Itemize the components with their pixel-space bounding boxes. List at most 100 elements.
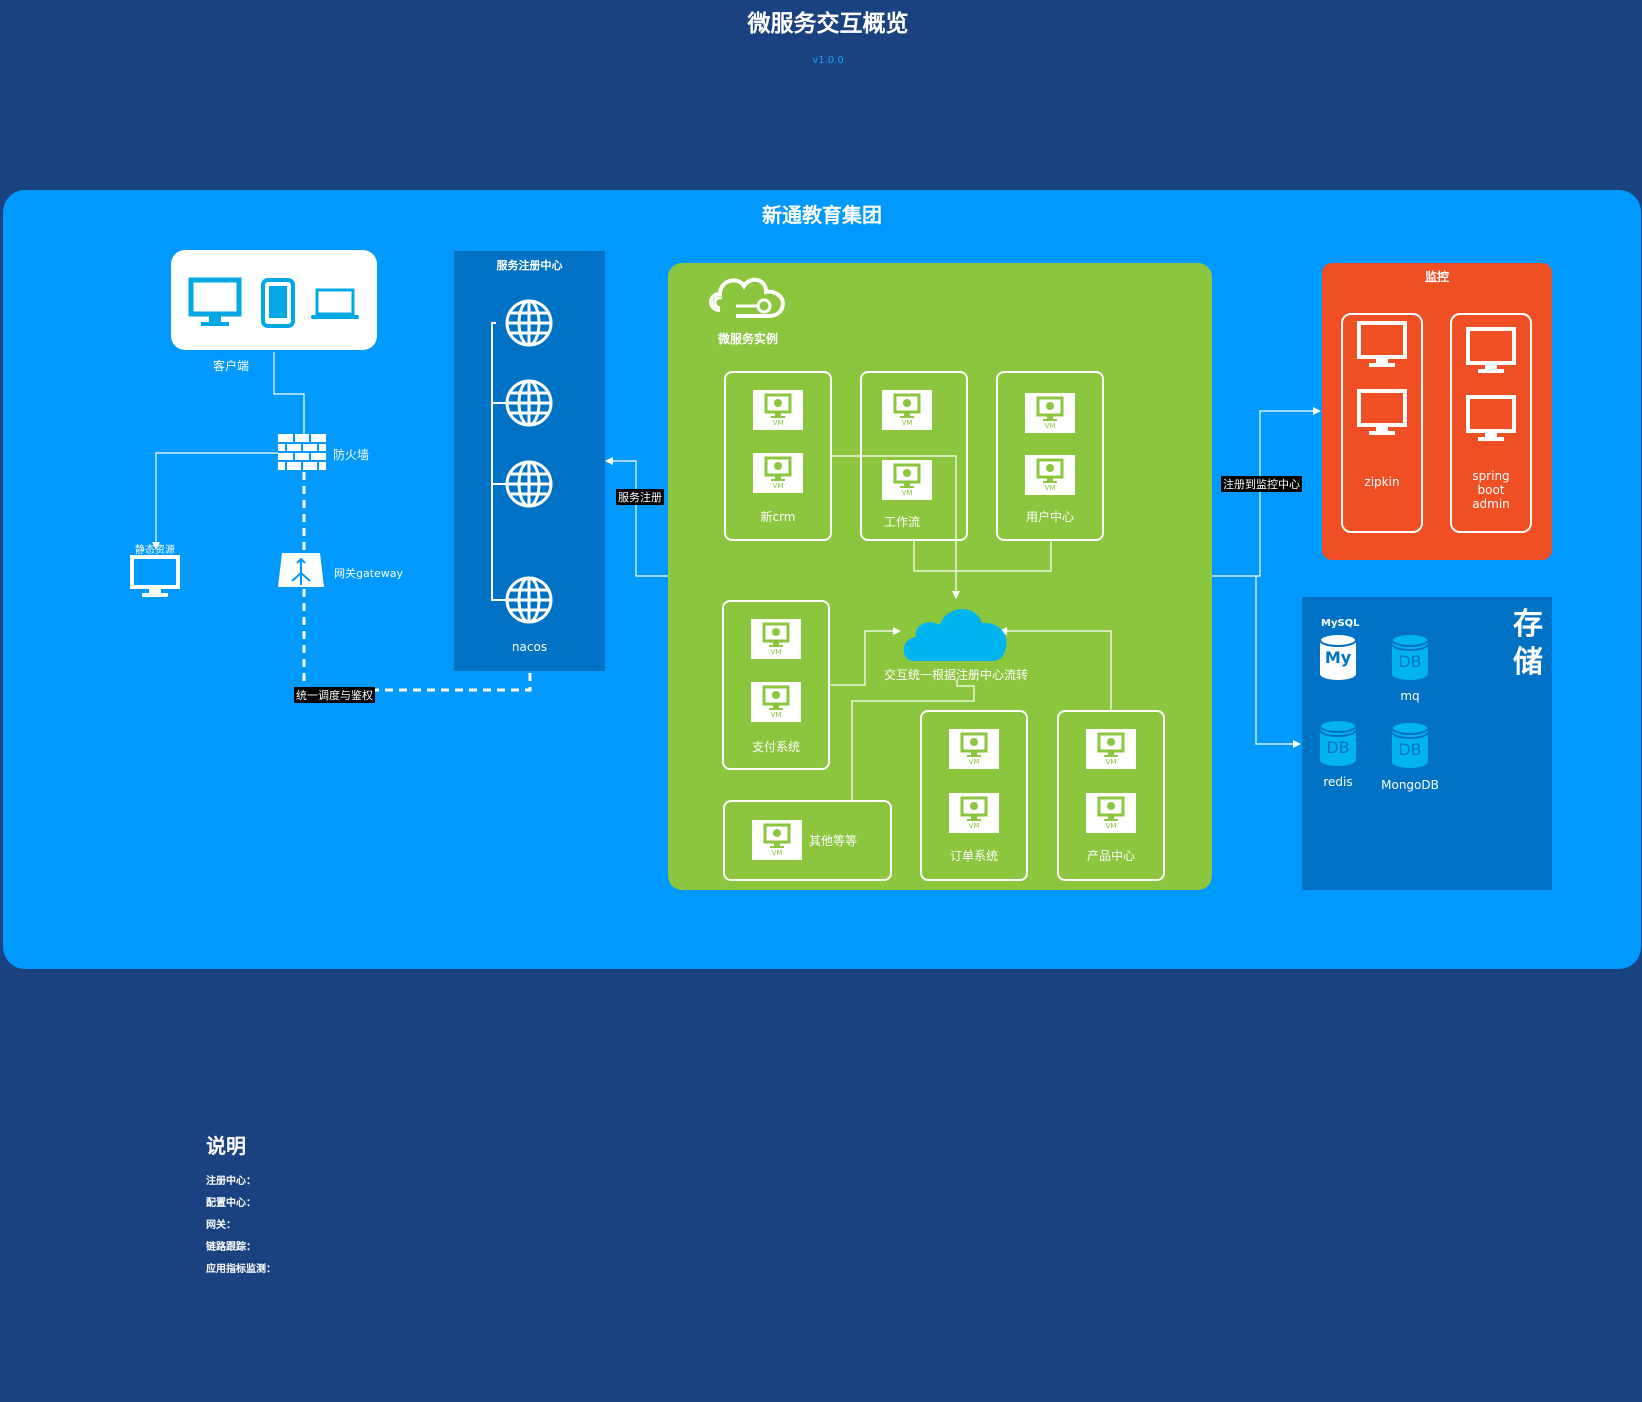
redis-db-icon: [1319, 719, 1357, 766]
vm-text: VM: [770, 648, 782, 656]
microservice-panel: [668, 263, 1212, 890]
service-label: 其他等等: [809, 834, 858, 848]
vm-cube-icon: [764, 393, 792, 418]
page-title: 微服务交互概览: [747, 11, 909, 37]
mq-label: mq: [1400, 689, 1420, 703]
spring-boot-admin-box[interactable]: spring boot admin: [1450, 313, 1532, 533]
vm-cube-icon: [764, 456, 792, 481]
desktop-icon: [188, 277, 242, 326]
vm-icon: VM: [1086, 793, 1136, 833]
service-label: 工作流: [883, 515, 920, 529]
note-item: 网关：: [206, 1220, 236, 1231]
redis-db-text: DB: [1326, 738, 1350, 757]
version-label: v1.0.0: [812, 55, 844, 66]
vm-icon: VM: [751, 619, 801, 659]
vm-icon: VM: [882, 390, 932, 430]
mysql-db-icon: [1319, 633, 1357, 680]
nacos-label: nacos: [511, 640, 548, 654]
service-box-product[interactable]: VM VM 产品中心: [1057, 710, 1165, 881]
vm-cube-icon: [893, 393, 921, 418]
laptop-icon: [311, 288, 359, 319]
registry-title: 服务注册中心: [496, 259, 563, 272]
storage-title: 存储: [1513, 607, 1543, 680]
vm-icon: VM: [882, 460, 932, 500]
vm-text: VM: [1044, 422, 1056, 430]
service-label: 用户中心: [1025, 510, 1074, 524]
vm-icon: VM: [1025, 455, 1075, 495]
service-label: 产品中心: [1086, 849, 1135, 863]
vm-cube-icon: [1036, 458, 1064, 483]
mq-db-icon: [1391, 633, 1429, 680]
zipkin-label: zipkin: [1364, 475, 1400, 489]
monitor-title: 监控: [1424, 270, 1449, 284]
service-box-payment[interactable]: VM VM 支付系统: [722, 600, 830, 770]
vm-icon: VM: [752, 820, 802, 860]
group-title: 新通教育集团: [762, 203, 882, 227]
vm-text: VM: [772, 419, 784, 427]
vm-text: VM: [770, 711, 782, 719]
service-label: 新crm: [760, 510, 796, 524]
vm-cube-icon: [1036, 396, 1064, 421]
gateway-label: 网关gateway: [334, 567, 404, 580]
service-box-others[interactable]: VM 其他等等: [723, 800, 892, 881]
vm-cube-icon: [763, 823, 791, 848]
hub-label: 交互统一根据注册中心流转: [884, 668, 1029, 682]
service-box-user-center[interactable]: VM VM 用户中心: [996, 371, 1104, 541]
vm-icon: VM: [949, 729, 999, 769]
vm-cube-icon: [960, 796, 988, 821]
service-box-order[interactable]: VM VM 订单系统: [920, 710, 1028, 881]
vm-text: VM: [1105, 758, 1117, 766]
vm-cube-icon: [960, 732, 988, 757]
mongodb-db-text: DB: [1398, 740, 1422, 759]
static-resource-monitor-icon: [130, 555, 180, 597]
vm-text: VM: [771, 849, 783, 857]
server-monitor-icon: [1357, 321, 1407, 435]
vm-icon: VM: [949, 793, 999, 833]
server-monitor-icon: [1466, 327, 1516, 441]
registry-globes: [491, 299, 553, 624]
spring-boot-admin-label: spring boot admin: [1472, 469, 1510, 511]
note-item: 链路跟踪：: [206, 1242, 256, 1253]
vm-text: VM: [968, 822, 980, 830]
microservice-title: 微服务实例: [718, 332, 779, 346]
edge-label-dispatch: 统一调度与鉴权: [294, 687, 375, 703]
service-label: 支付系统: [751, 740, 800, 754]
redis-label: redis: [1323, 775, 1353, 789]
vm-text: VM: [901, 489, 913, 497]
vm-cube-icon: [762, 622, 790, 647]
edge-label-register: 服务注册: [616, 489, 664, 505]
mysql-logo-text: My: [1324, 648, 1352, 667]
edge-label-monitor-register: 注册到监控中心: [1221, 476, 1302, 492]
note-item: 应用指标监测：: [206, 1264, 276, 1275]
service-box-crm[interactable]: VM VM 新crm: [724, 371, 832, 541]
vm-text: VM: [772, 482, 784, 490]
vm-icon: VM: [751, 682, 801, 722]
zipkin-box[interactable]: zipkin: [1341, 313, 1423, 533]
static-resource-label: 静态资源: [135, 545, 175, 556]
vm-cube-icon: [893, 463, 921, 488]
vm-cube-icon: [1097, 732, 1125, 757]
vm-icon: VM: [753, 453, 803, 493]
service-box-workflow[interactable]: VM VM 工作流: [860, 371, 968, 541]
vm-text: VM: [1044, 484, 1056, 492]
vm-text: VM: [1105, 822, 1117, 830]
mongodb-label: MongoDB: [1381, 778, 1439, 792]
client-box[interactable]: [171, 250, 377, 350]
tablet-icon: [261, 278, 295, 328]
vm-cube-icon: [1097, 796, 1125, 821]
client-label: 客户端: [213, 359, 250, 373]
vm-icon: VM: [1086, 729, 1136, 769]
vm-text: VM: [901, 419, 913, 427]
note-item: 注册中心：: [206, 1176, 256, 1187]
notes-title: 说明: [206, 1134, 246, 1158]
mongodb-db-icon: [1391, 721, 1429, 768]
vm-icon: VM: [1025, 393, 1075, 433]
vm-text: VM: [968, 758, 980, 766]
vm-cube-icon: [762, 685, 790, 710]
hub-cloud-icon: [903, 608, 1007, 661]
firewall-label: 防火墙: [333, 448, 370, 462]
gateway-icon: [278, 553, 324, 587]
mq-db-text: DB: [1398, 652, 1422, 671]
firewall-icon: [278, 434, 326, 470]
